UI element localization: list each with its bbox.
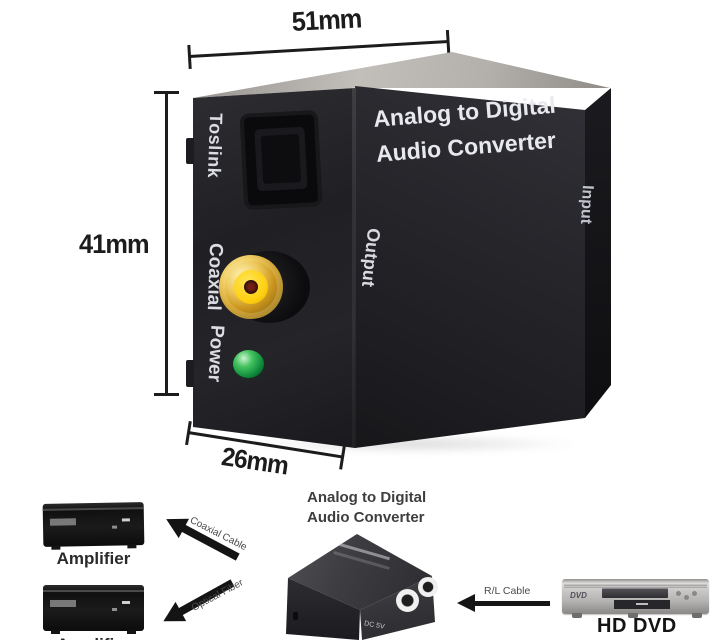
amplifier-top-image xyxy=(42,502,145,550)
dimension-cap xyxy=(154,393,179,396)
amplifier-bottom-image xyxy=(43,585,144,634)
rca-center-hole xyxy=(244,280,258,294)
amplifier-top-label: Amplifier xyxy=(56,549,131,568)
amplifier-bottom-label: Amplifier xyxy=(43,635,144,640)
amp-button xyxy=(122,601,130,604)
dimension-cap xyxy=(154,91,179,94)
amp-display xyxy=(49,518,77,526)
amp-foot xyxy=(127,544,137,549)
height-dimension-line xyxy=(154,91,179,396)
amp-panel-line xyxy=(43,590,144,592)
optical-fiber-label: Optical Fiber xyxy=(190,577,246,614)
dvd-top-ridges xyxy=(564,584,707,588)
device-front-face xyxy=(355,86,585,448)
amp-button xyxy=(112,608,117,611)
dvd-button xyxy=(676,591,681,596)
converter-thumb-rca-jack xyxy=(418,577,438,597)
diagram-title-line1: Analog to Digital xyxy=(307,489,427,506)
power-label: Power xyxy=(203,324,228,383)
dvd-display xyxy=(614,600,670,609)
toslink-flap xyxy=(254,126,308,192)
amp-display xyxy=(50,600,76,607)
dvd-tray xyxy=(602,588,668,598)
converter-thumb-rca-jack xyxy=(396,589,419,612)
dvd-button xyxy=(692,591,697,596)
amp-panel-line xyxy=(42,507,144,511)
mounting-tab xyxy=(186,138,194,164)
hd-dvd-label: HD DVD xyxy=(597,615,677,637)
dvd-display-digits xyxy=(636,603,648,605)
toslink-label: Toslink xyxy=(203,112,227,179)
amp-foot xyxy=(127,630,136,634)
converter-thumb-dc-port xyxy=(293,612,298,620)
amp-foot xyxy=(51,630,60,634)
amp-button xyxy=(121,518,130,522)
width-dimension-line xyxy=(187,29,451,70)
device-corner-highlight xyxy=(352,87,356,447)
rl-cable-label: R/L Cable xyxy=(484,585,531,597)
toslink-port xyxy=(239,110,323,210)
dimension-tick xyxy=(187,44,192,70)
device-title: Analog to Digital Audio Converter xyxy=(372,88,560,172)
dimension-tick xyxy=(185,420,192,446)
width-dimension-label: 51mm xyxy=(291,3,363,37)
toslink-inner-shutter xyxy=(260,134,302,184)
dvd-logo: DVD xyxy=(570,591,587,600)
dvd-foot xyxy=(692,613,702,618)
diagram-title-line2: Audio Converter xyxy=(307,509,425,526)
input-label: Input xyxy=(576,184,597,225)
dvd-foot xyxy=(572,613,582,618)
dvd-button xyxy=(684,595,689,600)
diagram-converter-title: Analog to Digital Audio Converter xyxy=(307,488,426,528)
amp-button xyxy=(112,525,118,529)
dimension-tick xyxy=(445,29,451,55)
power-led xyxy=(233,350,264,378)
height-dimension-label: 41mm xyxy=(79,229,150,259)
rl-cable-arrow xyxy=(457,594,550,612)
device-right-face xyxy=(585,88,611,418)
dvd-foot xyxy=(628,613,638,618)
mounting-tab xyxy=(186,360,194,387)
